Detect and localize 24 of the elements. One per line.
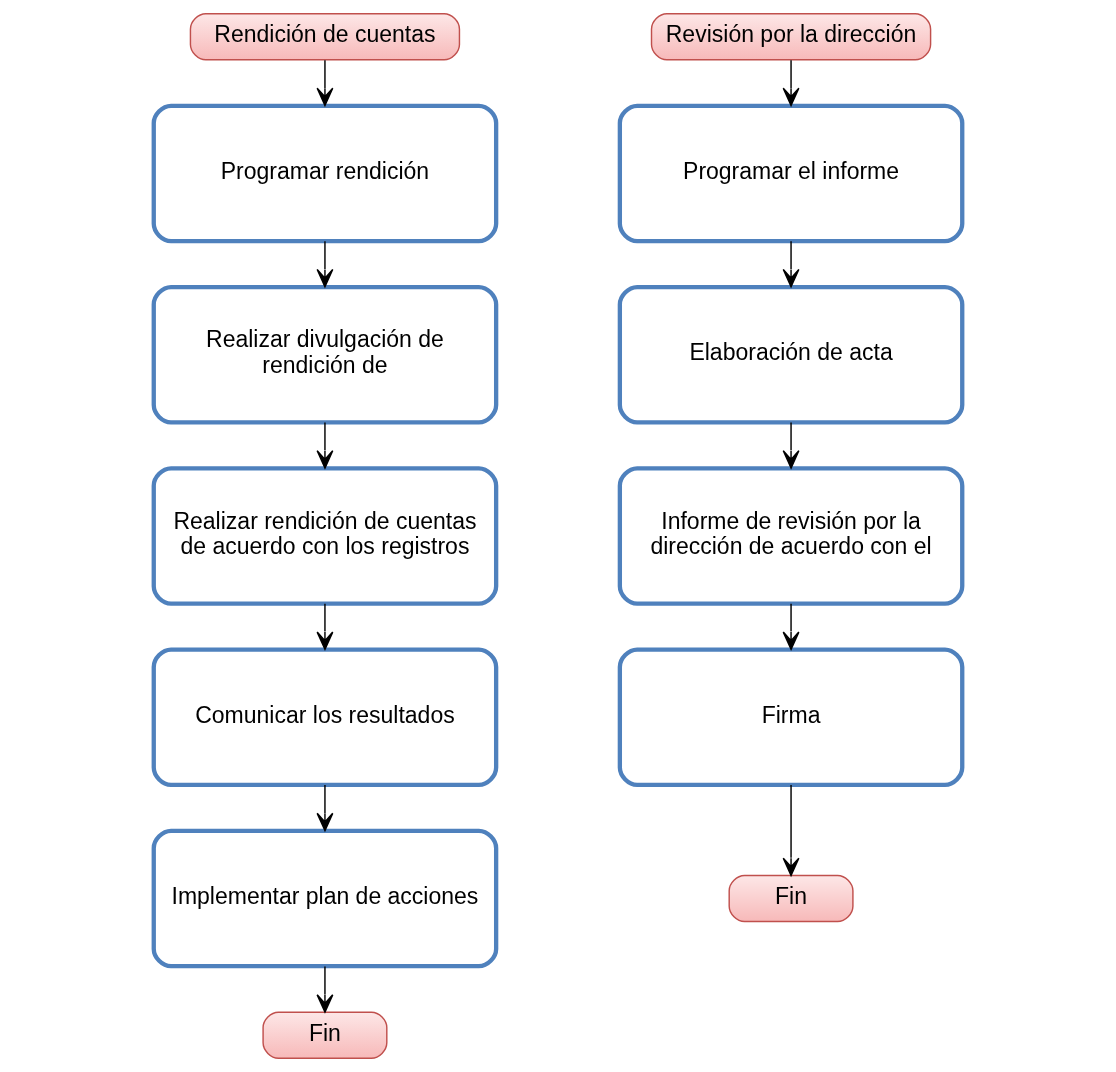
node-box: Elaboración de acta <box>617 284 965 425</box>
arrow <box>782 421 800 469</box>
node-box: Fin <box>728 874 854 923</box>
node-box: Programar el informe <box>617 103 965 244</box>
node-box: Revisión por la dirección <box>650 13 932 61</box>
arrow <box>316 784 334 832</box>
node-box: Informe de revisión por la dirección de acuerdo con el <box>617 466 965 606</box>
arrow <box>316 59 334 107</box>
node-box: Programar rendición <box>151 103 499 244</box>
arrow <box>782 240 800 288</box>
arrow <box>316 965 334 1013</box>
node-box: Comunicar los resultados <box>151 647 499 788</box>
arrow <box>782 603 800 651</box>
arrow <box>316 603 334 651</box>
node-box: Rendición de cuentas <box>189 13 461 61</box>
node-box: Fin <box>262 1011 388 1059</box>
node-box: Firma <box>617 647 965 788</box>
arrow <box>782 59 800 107</box>
node-box: Realizar divulgación de rendición de <box>151 284 499 425</box>
node-box: Implementar plan de acciones <box>151 828 499 969</box>
arrow <box>782 784 800 877</box>
arrow <box>316 421 334 469</box>
arrow <box>316 240 334 288</box>
node-box: Realizar rendición de cuentas de acuerdo con los registros <box>151 466 499 606</box>
